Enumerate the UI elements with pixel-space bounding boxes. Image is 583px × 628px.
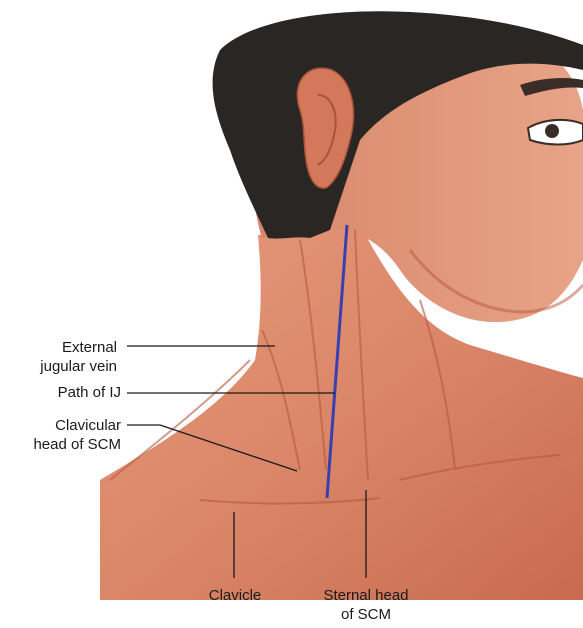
label-path-of-ij: Path of IJ	[10, 383, 121, 402]
label-clavicular-head-of-scm: Clavicular head of SCM	[10, 416, 121, 454]
label-sternal-head-of-scm: Sternal head of SCM	[306, 586, 426, 624]
label-clavicle: Clavicle	[190, 586, 280, 605]
label-external-jugular-vein: External jugular vein	[10, 338, 117, 376]
